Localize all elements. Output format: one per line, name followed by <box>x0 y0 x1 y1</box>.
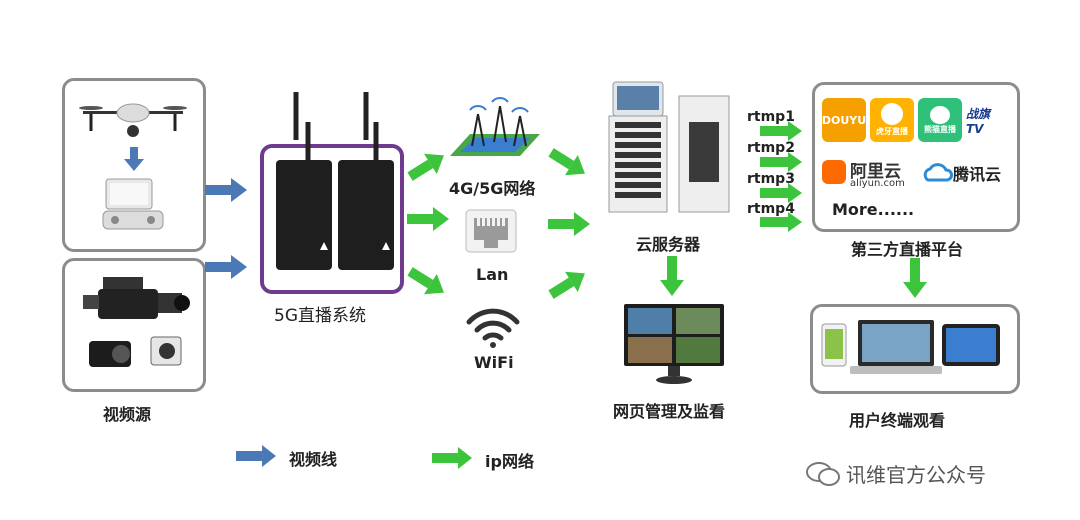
aliyun-text: 阿里云 <box>850 162 901 182</box>
aliyun-url: aliyun.com <box>850 178 905 189</box>
legend-video-arrow <box>236 445 276 467</box>
encoder-label: 5G直播系统 <box>274 306 366 326</box>
watermark-text: 讯维官方公众号 <box>846 463 986 487</box>
video-source-label: 视频源 <box>103 405 152 424</box>
ip-arrow-to-web <box>660 256 684 296</box>
camcorder-icon <box>83 277 190 319</box>
server-icon <box>608 81 730 213</box>
rtmp-arrow-3 <box>760 183 802 203</box>
ip-arrow-mid <box>407 207 449 231</box>
wifi-label: WiFi <box>474 353 514 372</box>
wifi-icon <box>466 308 520 348</box>
douyu-logo: DOUYU <box>822 98 866 142</box>
video-source-box-cameras <box>62 258 206 392</box>
rtmp-arrow-1 <box>760 121 802 141</box>
more-text: More...... <box>832 200 915 219</box>
controller-icon <box>102 178 164 230</box>
panda-text: 熊猫直播 <box>924 124 956 134</box>
laptop-icon <box>850 320 942 374</box>
legend-ip-label: ip网络 <box>485 452 534 471</box>
cellular-network-label: 4G/5G网络 <box>449 179 536 198</box>
arrow-down-icon <box>124 147 144 171</box>
cellular-tower-icon <box>450 97 540 156</box>
rtmp-label-1: rtmp1 <box>747 109 795 125</box>
rtmp-label-4: rtmp4 <box>747 201 795 217</box>
huya-text: 虎牙直播 <box>876 127 908 136</box>
zhanqi-logo: 战旗TV <box>966 100 1006 140</box>
phone-icon <box>821 323 847 367</box>
drone-icon <box>79 103 187 137</box>
rtmp-arrow-2 <box>760 152 802 172</box>
legend-ip-arrow <box>432 447 472 469</box>
rtmp-label-3: rtmp3 <box>747 171 795 187</box>
lan-port-icon <box>465 209 517 253</box>
encoder-box <box>260 144 404 294</box>
legend-video-label: 视频线 <box>289 450 338 469</box>
cloud-server-label: 云服务器 <box>636 235 701 254</box>
rtmp-arrow-4 <box>760 212 802 232</box>
ip-arrow-to-cloud-3 <box>548 271 585 299</box>
video-source-box-drone <box>62 78 206 252</box>
tablet-icon <box>942 324 1000 366</box>
action-camera-icon <box>150 336 182 366</box>
ip-arrow-down <box>407 267 444 295</box>
monitor-icon <box>624 304 724 384</box>
platforms-label: 第三方直播平台 <box>851 240 964 259</box>
encoder-device-icon <box>276 92 394 270</box>
tencent-text: 腾讯云 <box>953 165 1002 184</box>
ip-arrow-up <box>407 153 444 181</box>
video-arrow-1 <box>205 178 247 202</box>
rtmp-label-2: rtmp2 <box>747 140 795 156</box>
ip-arrow-to-cloud-1 <box>548 148 585 176</box>
web-monitor-label: 网页管理及监看 <box>613 402 726 421</box>
lan-label: Lan <box>476 265 509 284</box>
camera-icon <box>89 341 131 367</box>
terminals-label: 用户终端观看 <box>849 411 946 430</box>
wechat-icon <box>806 462 840 486</box>
ip-arrow-to-cloud-2 <box>548 212 590 236</box>
huya-logo: 虎牙直播 <box>870 98 914 142</box>
aliyun-logo-icon <box>822 160 846 184</box>
tencent-cloud-icon <box>923 163 954 182</box>
video-arrow-2 <box>205 255 247 279</box>
arrow-to-terminals <box>903 258 927 298</box>
panda-logo: 熊猫直播 <box>918 98 962 142</box>
